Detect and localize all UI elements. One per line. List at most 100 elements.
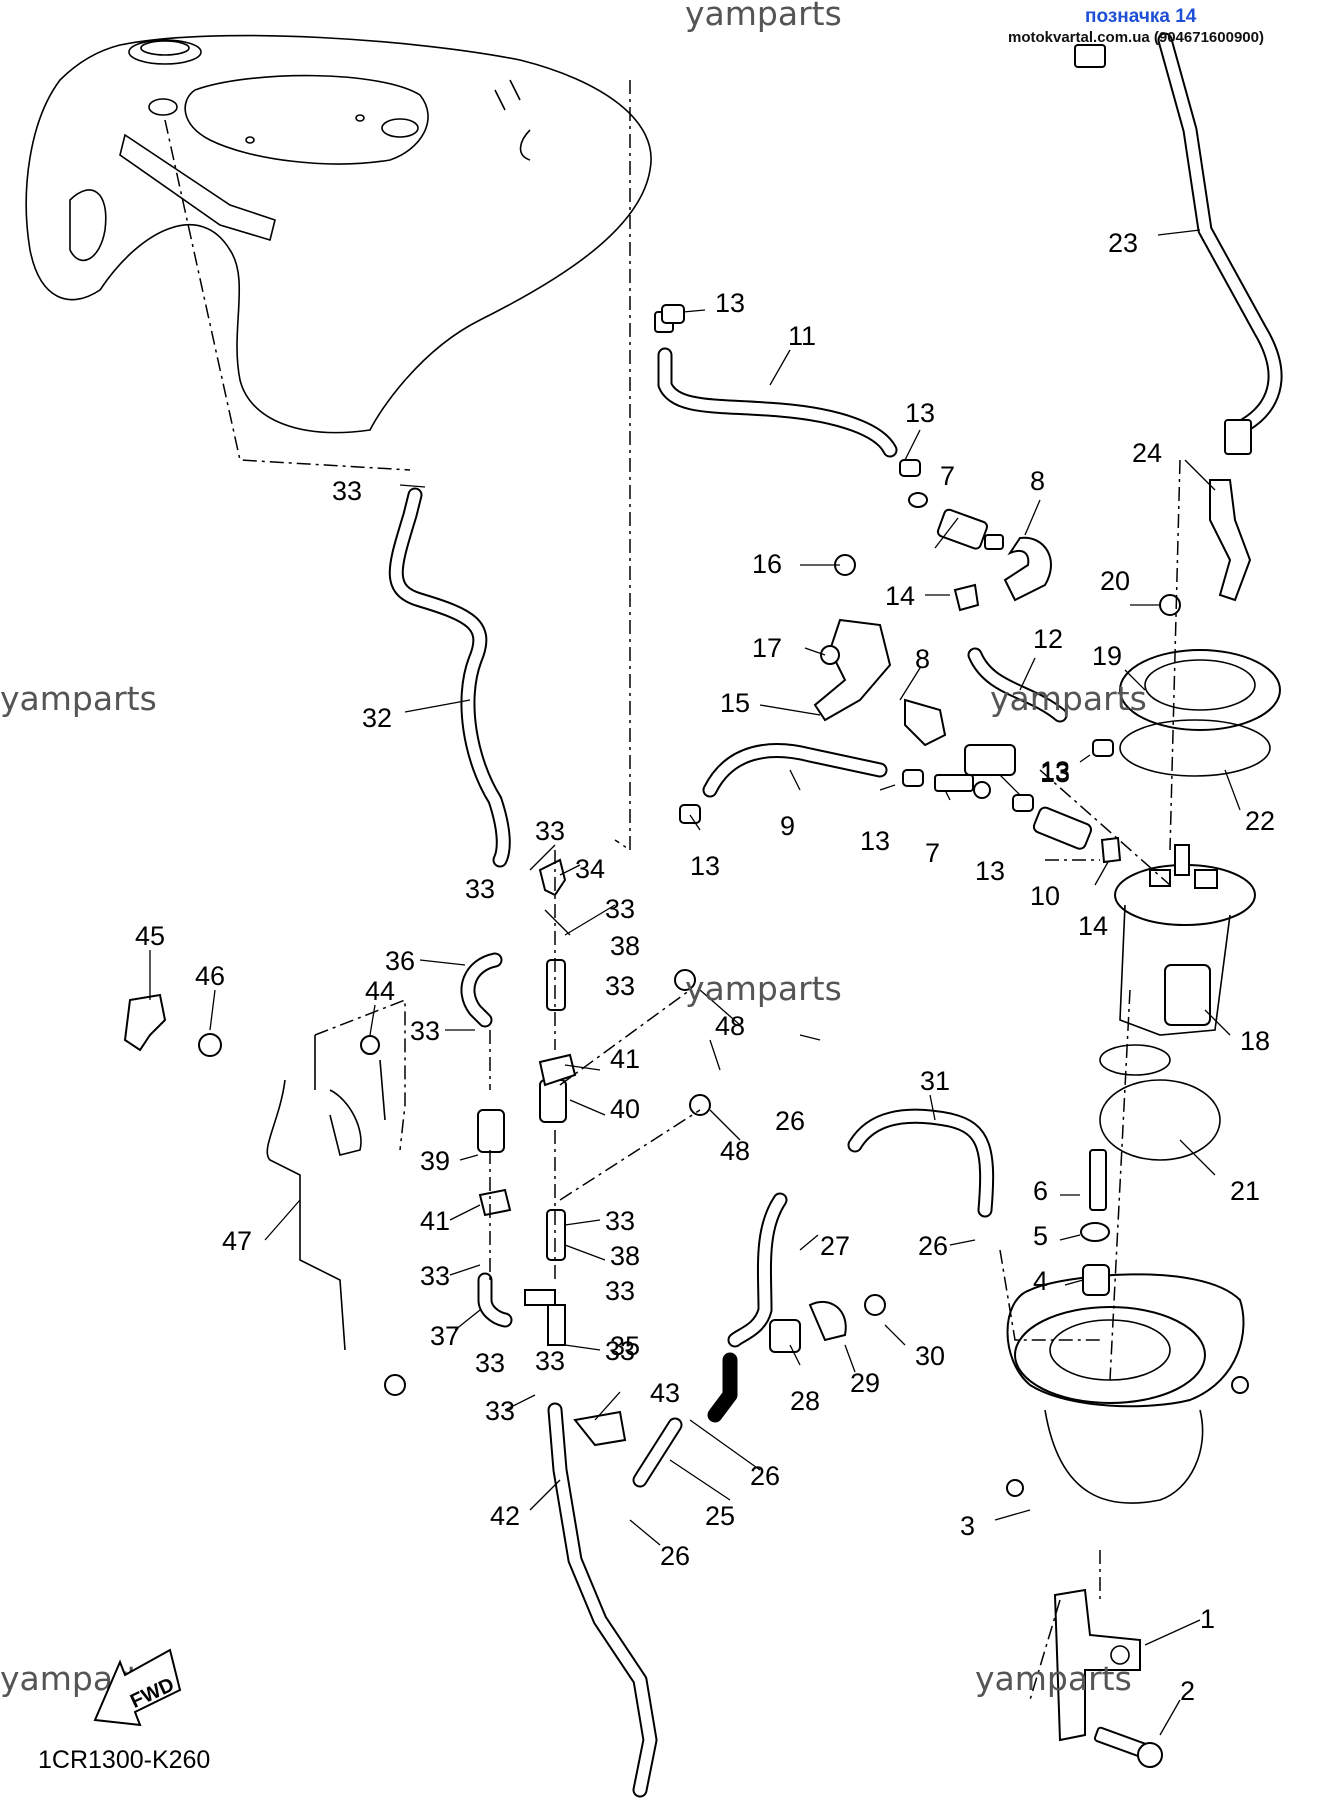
callout-1: 1 <box>1200 1604 1215 1634</box>
callout-4: 4 <box>1033 1266 1048 1296</box>
callout-33: 33 <box>332 476 362 506</box>
hose-36 <box>460 952 503 1028</box>
callout-43: 43 <box>650 1378 680 1408</box>
callout-40: 40 <box>610 1094 640 1124</box>
callout-26: 26 <box>775 1106 805 1136</box>
callout-33: 33 <box>475 1348 505 1378</box>
damper-28 <box>769 1319 801 1353</box>
vertical-hose-assembly <box>477 858 577 1346</box>
clamp-29 <box>808 1300 847 1342</box>
collar-5 <box>1080 1222 1110 1242</box>
callout-33: 33 <box>535 1346 565 1376</box>
callout-9: 9 <box>780 811 795 841</box>
bracket-15 <box>813 618 892 722</box>
callout-22: 22 <box>1245 806 1275 836</box>
bolt-47-lower <box>384 1374 406 1396</box>
callout-33: 33 <box>420 1261 450 1291</box>
parts-tag-title: позначка 14 <box>1085 6 1197 27</box>
callout-41: 41 <box>610 1044 640 1074</box>
gasket-21-inner <box>1099 1044 1171 1076</box>
leader-lines <box>149 229 1241 1736</box>
callout-7: 7 <box>925 838 940 868</box>
gasket-21 <box>1099 1079 1221 1161</box>
callout-42: 42 <box>490 1501 520 1531</box>
callout-16: 16 <box>752 549 782 579</box>
callout-26: 26 <box>918 1231 948 1261</box>
callout-15: 15 <box>720 688 750 718</box>
damper-4 <box>1082 1264 1110 1296</box>
hose-10 <box>1032 806 1093 850</box>
callout-24: 24 <box>1132 438 1162 468</box>
callout-36: 36 <box>385 946 415 976</box>
callout-48: 48 <box>715 1011 745 1041</box>
callout-33: 33 <box>605 1206 635 1236</box>
callout-33: 33 <box>465 874 495 904</box>
watermark: yamparts <box>990 679 1147 718</box>
hose-31 <box>847 1108 995 1218</box>
callout-33: 33 <box>410 1016 440 1046</box>
callout-12: 12 <box>1033 624 1063 654</box>
callout-11: 11 <box>788 321 816 351</box>
hose-9 <box>702 743 888 798</box>
callout-33: 33 <box>605 1276 635 1306</box>
callout-13: 13 <box>975 856 1005 886</box>
callout-14: 14 <box>1078 911 1108 941</box>
callout-33: 33 <box>605 1336 635 1366</box>
callout-21: 21 <box>1230 1176 1260 1206</box>
callout-38: 38 <box>610 1241 640 1271</box>
breather-hose-32 <box>388 487 511 868</box>
joint-7-upper <box>908 492 1004 550</box>
holder-24 <box>1209 479 1252 602</box>
bolt-30 <box>864 1294 886 1316</box>
fuel-pipe-23 <box>1074 32 1283 455</box>
dash-tank-link <box>164 119 411 471</box>
fuel-pump-18 <box>1114 844 1256 1036</box>
callout-13: 13 <box>1040 758 1070 788</box>
callout-13: 13 <box>1040 756 1070 786</box>
hose-42 <box>547 1402 658 1798</box>
callout-2: 2 <box>1180 1676 1195 1706</box>
callout-3: 3 <box>960 1511 975 1541</box>
holder-45 <box>123 993 167 1052</box>
clamp-8-upper <box>1003 536 1052 602</box>
callout-13: 13 <box>715 288 745 318</box>
watermark-top: yamparts <box>685 0 842 33</box>
callouts: 1 2 3 4 5 6 7 7 8 8 9 10 11 12 13 13 13 … <box>135 228 1275 1706</box>
diagram-code: 1CR1300-K260 <box>38 1746 210 1774</box>
callout-17: 17 <box>752 633 782 663</box>
callout-45: 45 <box>135 921 165 951</box>
bolt-48-upper <box>674 969 696 991</box>
callout-46: 46 <box>195 961 225 991</box>
bracket-1 <box>1053 1588 1141 1742</box>
callout-33: 33 <box>535 816 565 846</box>
callout-38: 38 <box>610 931 640 961</box>
watermark: yamparts <box>0 679 157 718</box>
callout-35: 35 <box>610 1331 640 1361</box>
clip-14-lower <box>1100 836 1122 864</box>
callout-47: 47 <box>222 1226 252 1256</box>
hose-25 <box>632 1417 683 1488</box>
gasket-22 <box>1119 719 1271 777</box>
callout-37: 37 <box>430 1321 460 1351</box>
callout-33: 33 <box>605 971 635 1001</box>
clips-13 <box>661 304 1114 824</box>
bolt-46 <box>198 1033 222 1057</box>
callout-18: 18 <box>1240 1026 1270 1056</box>
callout-27: 27 <box>820 1231 850 1261</box>
callout-28: 28 <box>790 1386 820 1416</box>
parts-tag-site: motokvartal.com.ua (904671600900) <box>1008 29 1264 46</box>
clip-43 <box>573 1410 627 1447</box>
callout-6: 6 <box>1033 1176 1048 1206</box>
nut-17 <box>820 645 840 665</box>
callout-8: 8 <box>915 644 930 674</box>
bolt-6 <box>1089 1149 1107 1211</box>
bolt-48-lower <box>689 1094 711 1116</box>
pipe-27-end <box>707 1352 738 1423</box>
pump-housing-3 <box>1006 1273 1249 1504</box>
hose-27 <box>727 1192 788 1348</box>
callout-19: 19 <box>1092 641 1122 671</box>
callout-25: 25 <box>705 1501 735 1531</box>
callout-44: 44 <box>365 976 395 1006</box>
dash-links <box>489 459 1181 1701</box>
watermark: yamparts <box>685 969 842 1008</box>
